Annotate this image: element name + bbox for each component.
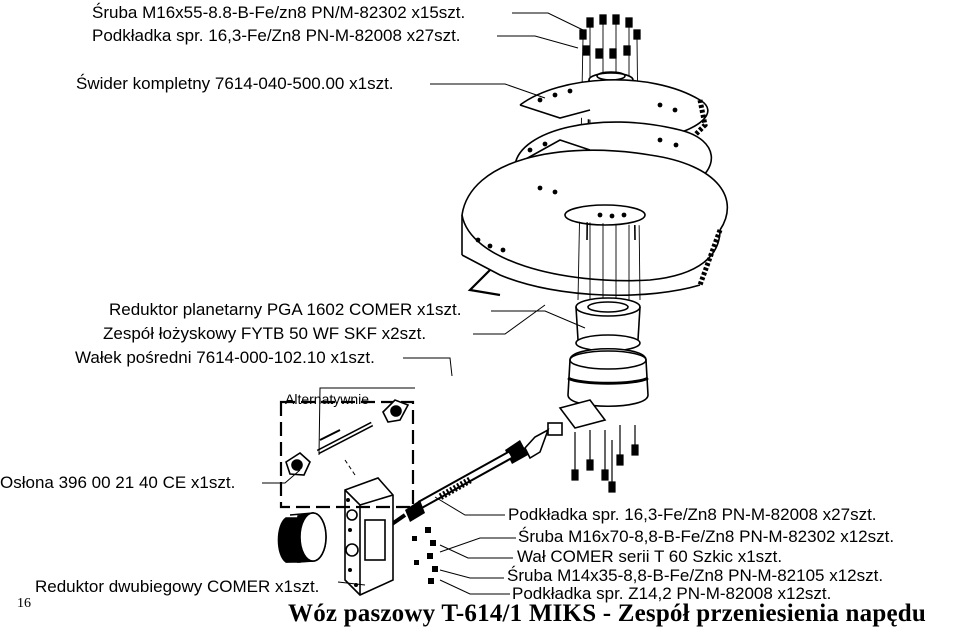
label-planetary-reducer: Reduktor planetarny PGA 1602 COMER x1szt…	[109, 300, 462, 319]
label-alternative: Alternatywnie	[285, 391, 370, 407]
alternative-box	[279, 400, 415, 509]
auger-icon	[461, 71, 729, 297]
top-bolts-icon	[579, 14, 641, 59]
bearing-unit-icon	[285, 399, 410, 476]
label-bolt-top: Śruba M16x55-8.8-B-Fe/zn8 PN/M-82302 x15…	[92, 3, 466, 22]
page-number: 16	[17, 596, 31, 611]
label-bearing-unit: Zespół łożyskowy FYTB 50 WF SKF x2szt.	[103, 324, 427, 343]
label-bolt-bottom: Śruba M16x70-8,8-B-Fe/Zn8 PN-M-82302 x12…	[518, 527, 895, 546]
bolts-lower-right-icon	[571, 425, 639, 493]
label-intermediate-shaft: Wałek pośredni 7614-000-102.10 x1szt.	[75, 348, 375, 367]
label-washer-bottom: Podkładka spr. 16,3-Fe/Zn8 PN-M-82008 x2…	[508, 505, 877, 524]
label-gearbox: Reduktor dwubiegowy COMER x1szt.	[35, 577, 320, 596]
cover-icon	[277, 512, 327, 563]
planetary-reducer-icon	[547, 297, 649, 436]
label-auger: Świder kompletny 7614-040-500.00 x1szt.	[76, 74, 394, 93]
page-title: Wóz paszowy T-614/1 MIKS - Zespół przeni…	[288, 600, 926, 627]
label-cover: Osłona 396 00 21 40 CE x1szt.	[0, 473, 236, 492]
label-washer-top: Podkładka spr. 16,3-Fe/Zn8 PN-M-82008 x2…	[92, 26, 461, 45]
bolts-small-icon	[412, 527, 438, 584]
gearbox-icon	[344, 477, 394, 596]
leader-lines	[262, 12, 586, 595]
label-washer-small: Podkładka spr. Z14,2 PN-M-82008 x12szt.	[512, 584, 832, 603]
pto-shaft-icon	[390, 428, 550, 526]
label-pto-shaft: Wał COMER serii T 60 Szkic x1szt.	[517, 547, 783, 566]
label-bolt-small: Śruba M14x35-8,8-B-Fe/Zn8 PN-M-82105 x12…	[507, 566, 884, 585]
intermediate-shaft-icon	[316, 421, 374, 455]
